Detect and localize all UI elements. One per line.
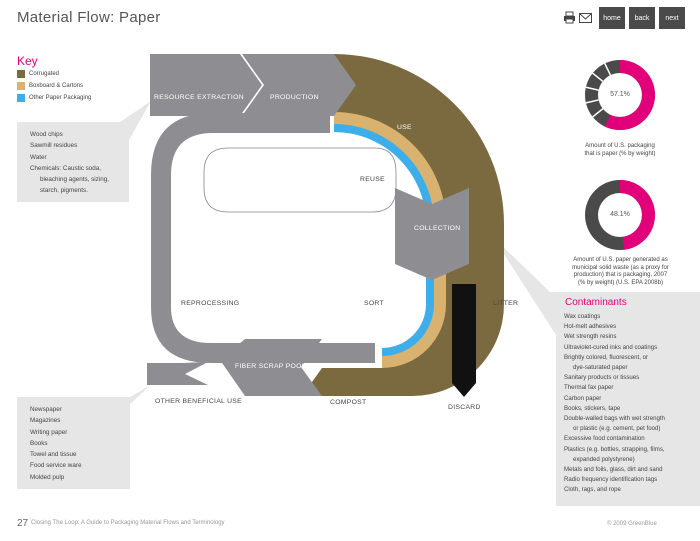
mail-icon[interactable] <box>579 13 592 23</box>
inputs-list: Wood chips Sawmill residues Water Chemic… <box>30 129 109 197</box>
contaminant-item: Carbon paper <box>564 394 602 402</box>
caption-line: production) that is packaging, 2007 <box>573 272 668 278</box>
home-button[interactable]: home <box>599 7 625 29</box>
key-label: Corrugated <box>29 71 60 77</box>
footer-title: Closing The Loop: A Guide to Packaging M… <box>31 520 225 526</box>
donut-segment-divider <box>604 63 612 76</box>
label-sort: SORT <box>364 300 384 307</box>
donut-1-caption: Amount of U.S. packaging that is paper (… <box>560 143 680 158</box>
contaminant-item: Thermal fax paper <box>564 384 614 392</box>
donut-slice <box>604 60 655 131</box>
output-item: Newspaper <box>30 406 62 413</box>
contaminant-item: or plastic (e.g. cement, pet food) <box>573 425 661 433</box>
other-beneficial-use-arrow <box>147 362 208 385</box>
caption-line: Amount of U.S. paper generated as <box>573 257 668 263</box>
donut-segment-divider <box>592 72 604 82</box>
contaminant-item: dye-saturated paper <box>573 364 628 372</box>
label-production: PRODUCTION <box>270 94 319 101</box>
donut-segment-divider <box>585 86 599 91</box>
donut-segment-divider <box>585 99 599 104</box>
collection-arrow <box>395 188 469 280</box>
key-label: Boxboard & Cartons <box>29 83 84 89</box>
boxboard-band <box>334 104 454 376</box>
output-item: Magazines <box>30 417 61 425</box>
contaminant-item: Metals and foils, glass, dirt and sand <box>564 466 663 474</box>
label-litter: LITTER <box>493 300 519 307</box>
caption-line: municipal solid waste (as a proxy for <box>572 264 669 271</box>
donut-slice <box>620 180 656 250</box>
key-item-boxboard: Boxboard & Cartons <box>17 82 83 90</box>
contaminants-callout <box>493 237 700 506</box>
donut-segment-divider <box>592 108 604 118</box>
label-collection: COLLECTION <box>414 225 461 232</box>
contaminant-item: Sanitary products or tissues <box>564 374 640 382</box>
page-number: 27 <box>17 518 29 529</box>
inputs-callout <box>17 101 151 202</box>
donut-2-value: 48.1% <box>610 211 630 218</box>
key-title: Key <box>17 54 38 68</box>
donut-1-value: 57.1% <box>610 91 630 98</box>
other-paper-swatch <box>17 94 25 102</box>
contaminant-item: Excessive food contamination <box>564 435 645 443</box>
key-label: Other Paper Packaging <box>29 95 92 101</box>
label-other-beneficial-use: OTHER BENEFICIAL USE <box>155 398 242 405</box>
production-arrow <box>242 54 356 116</box>
contaminant-item: Ultraviolet-cured inks and coatings <box>564 343 658 351</box>
output-item: Food service ware <box>30 462 82 470</box>
copyright: © 2009 GreenBlue <box>607 521 657 527</box>
contaminant-item: Wet strength resins <box>564 333 617 341</box>
label-use: USE <box>397 124 412 131</box>
page-title: Material Flow: Paper <box>17 9 161 26</box>
caption-line: Amount of U.S. packaging <box>585 143 655 149</box>
resource-extraction-arrow <box>150 54 262 116</box>
input-item: starch, pigments. <box>40 187 88 195</box>
outputs-list: Newspaper Magazines Writing paper Books … <box>30 404 81 483</box>
output-item: Molded pulp <box>30 473 65 481</box>
label-reuse: REUSE <box>360 176 385 183</box>
contaminant-item: Plastics (e.g. bottles, strapping, films… <box>564 445 665 453</box>
key-item-corrugated: Corrugated <box>17 70 59 78</box>
label-discard: DISCARD <box>448 404 481 411</box>
label-resource-extraction: RESOURCE EXTRACTION <box>154 94 244 101</box>
contaminant-item: Hot-melt adhesives <box>564 323 617 331</box>
reuse-loop <box>203 147 397 213</box>
contaminant-item: Wax coatings <box>564 313 601 320</box>
output-item: Writing paper <box>30 428 68 436</box>
key-item-other-paper: Other Paper Packaging <box>17 94 91 102</box>
caption-line: that is paper (% by weight) <box>584 150 656 157</box>
fiber-scrap-pool-arrow <box>220 339 322 396</box>
printer-icon[interactable] <box>563 11 576 24</box>
donut-2-caption: Amount of U.S. paper generated as munici… <box>553 257 688 287</box>
next-button[interactable]: next <box>659 7 685 29</box>
other-paper-band <box>334 112 446 368</box>
contaminant-item: Double-walled bags with wet strength <box>564 415 665 423</box>
discard-arrow <box>452 284 476 397</box>
contaminant-item: Cloth, rags, and rope <box>564 486 621 494</box>
output-item: Books <box>30 439 48 447</box>
contaminant-item: expanded polystyrene) <box>573 455 635 463</box>
boxboard-swatch <box>17 82 25 90</box>
back-button[interactable]: back <box>629 7 655 29</box>
outputs-callout <box>17 385 151 489</box>
loop-top-left <box>151 113 330 285</box>
input-item: Water <box>30 153 47 161</box>
output-item: Towel and tissue <box>30 451 77 459</box>
label-fiber-scrap-pool: FIBER SCRAP POOL <box>235 363 306 370</box>
contaminant-item: Radio frequency identification tags <box>564 476 658 484</box>
input-item: Sawmill residues <box>30 142 78 150</box>
contaminant-item: Brightly colored, fluorescent, or <box>564 353 648 361</box>
contaminant-item: Books, stickers, tape <box>564 404 621 412</box>
reprocessing-loop <box>151 285 375 363</box>
input-item: Wood chips <box>30 131 63 138</box>
label-reprocessing: REPROCESSING <box>181 300 240 307</box>
input-item: Chemicals: Caustic soda, <box>30 164 102 172</box>
caption-line: (% by weight) (U.S. EPA 2008b) <box>578 279 663 286</box>
contaminants-title: Contaminants <box>565 297 627 308</box>
input-item: bleaching agents, sizing, <box>40 176 109 184</box>
corrugated-swatch <box>17 70 25 78</box>
label-compost: COMPOST <box>330 399 367 406</box>
